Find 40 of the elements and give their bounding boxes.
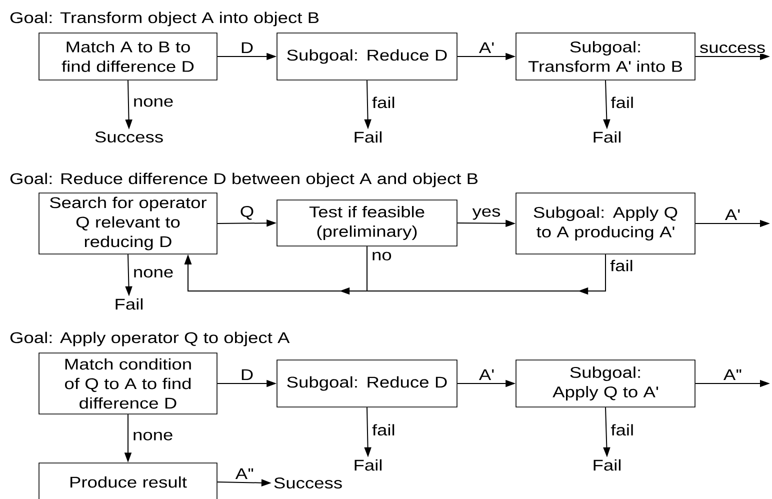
process-box: Subgoal: Apply Q to A' xyxy=(516,360,696,408)
outcome-text: Fail xyxy=(116,298,142,310)
process-box: Subgoal: Reduce D xyxy=(276,360,458,408)
outcome-text: Fail xyxy=(594,131,620,143)
edge-label: A' xyxy=(478,368,496,381)
edge-label: A' xyxy=(724,208,742,221)
edge-label: success xyxy=(698,44,767,54)
edge-label: A'' xyxy=(722,368,743,381)
edge-label: fail xyxy=(609,258,634,272)
edge-label: none xyxy=(132,97,175,108)
process-box: Subgoal: Apply Q to A producing A' xyxy=(516,192,696,254)
arrow xyxy=(184,254,606,295)
process-box: Produce result xyxy=(38,462,218,499)
process-box: Subgoal: Reduce D xyxy=(276,32,458,80)
edge-label: D xyxy=(239,41,255,54)
outcome-text: Fail xyxy=(594,459,620,471)
edge-label: A' xyxy=(478,41,496,54)
goal-heading: Goal: Apply operator Q to object A xyxy=(10,332,290,346)
process-box: Search for operator Q relevant to reducing D xyxy=(38,192,218,254)
edge-label: fail xyxy=(610,423,636,437)
edge-label: fail xyxy=(370,96,396,110)
outcome-text: Success xyxy=(274,478,342,488)
edge-label: yes xyxy=(471,207,502,221)
edge-label: A'' xyxy=(234,467,254,480)
edge-label: Q xyxy=(238,205,256,221)
process-box: Subgoal: Transform A' into B xyxy=(516,32,696,80)
process-box: Match condition of Q to A to find difference D xyxy=(38,352,218,414)
goal-heading: Goal: Transform object A into object B xyxy=(10,12,319,26)
outcome-text: Fail xyxy=(354,459,382,471)
outcome-text: Success xyxy=(95,132,163,142)
process-box: Test if feasible (preliminary) xyxy=(276,200,458,246)
outcome-text: Fail xyxy=(354,131,382,143)
edge-label: none xyxy=(132,268,175,278)
edge-label: no xyxy=(370,250,393,262)
process-box: Match A to B to find difference D xyxy=(38,32,218,80)
edge-label: D xyxy=(239,368,255,381)
edge-label: fail xyxy=(610,96,636,110)
edge-label: fail xyxy=(370,423,396,437)
goal-heading: Goal: Reduce difference D between object A and object B xyxy=(10,172,478,188)
edge-label: none xyxy=(132,430,174,442)
